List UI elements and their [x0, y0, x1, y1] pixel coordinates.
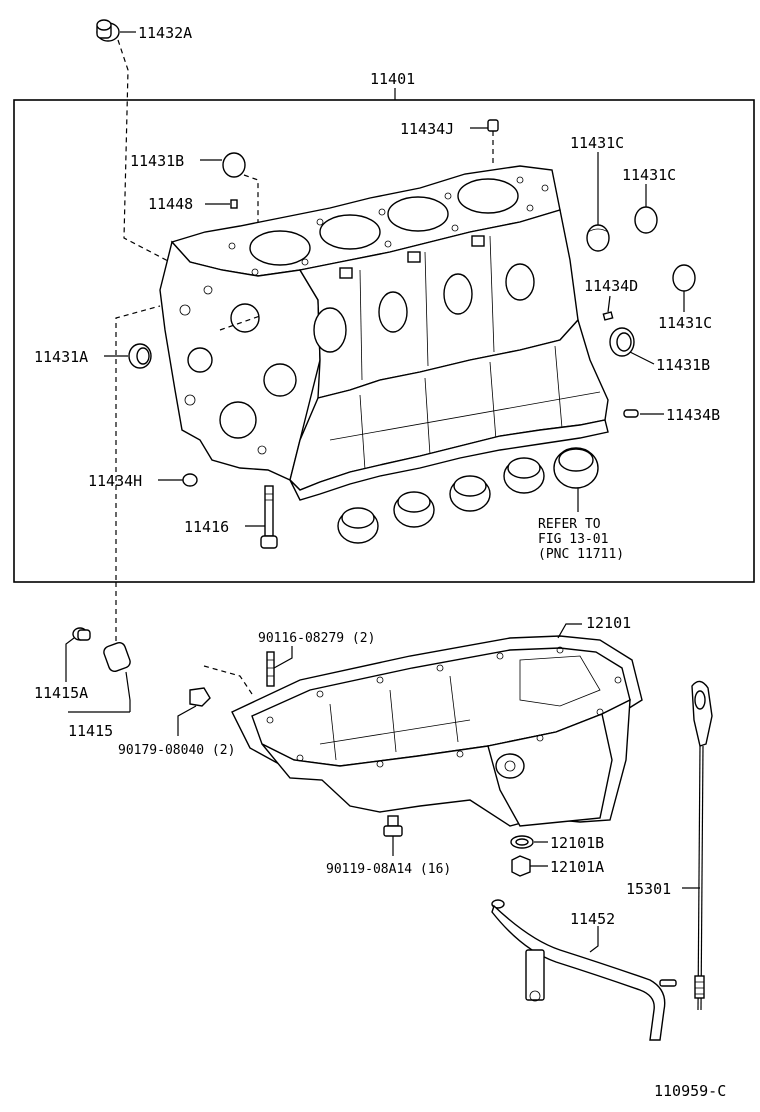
label-12101A: 12101A — [550, 858, 604, 876]
stud-90116-part[interactable] — [266, 651, 275, 687]
label-12101B: 12101B — [550, 834, 604, 852]
label-11431B-top: 11431B — [130, 152, 184, 170]
dipstick-guide-11452-part[interactable] — [491, 899, 677, 1041]
dipstick-15301-part[interactable] — [691, 680, 713, 1011]
label-12101: 12101 — [586, 614, 631, 632]
pin-11434B-part[interactable] — [623, 409, 639, 418]
oil-pan-part[interactable] — [231, 635, 643, 827]
label-refer-3: (PNC 11711) — [538, 547, 624, 562]
plug-11431B-top-part[interactable] — [222, 152, 246, 178]
label-11431C-3: 11431C — [658, 314, 712, 332]
plug-11431C-1-part[interactable] — [586, 224, 610, 252]
label-11416: 11416 — [184, 518, 229, 536]
pin-11434D-part[interactable] — [602, 311, 614, 321]
label-11434B: 11434B — [666, 406, 720, 424]
label-11434D: 11434D — [584, 277, 638, 295]
label-11434H: 11434H — [88, 472, 142, 490]
pipe-11415-part[interactable] — [102, 641, 132, 673]
label-11434J: 11434J — [400, 120, 454, 138]
label-11431A: 11431A — [34, 348, 88, 366]
bolt-11416-part[interactable] — [260, 485, 278, 549]
label-11401: 11401 — [370, 70, 415, 88]
plug-11431A-part[interactable] — [128, 343, 152, 369]
gasket-12101B-part[interactable] — [510, 835, 534, 849]
label-15301: 15301 — [626, 880, 671, 898]
drain-plug-12101A-part[interactable] — [511, 855, 531, 877]
pin-11448-part[interactable] — [230, 199, 238, 209]
figure-number: 110959-C — [654, 1082, 726, 1100]
pin-11434J-part[interactable] — [487, 119, 499, 132]
label-11431C-2: 11431C — [622, 166, 676, 184]
plug-11431C-2-part[interactable] — [634, 206, 658, 234]
label-11431B: 11431B — [656, 356, 710, 374]
pin-11434H-part[interactable] — [182, 473, 198, 487]
label-11415: 11415 — [68, 722, 113, 740]
label-90179: 90179-08040 (2) — [118, 743, 235, 758]
nozzle-11415A-part[interactable] — [72, 627, 91, 641]
label-11415A: 11415A — [34, 684, 88, 702]
label-11432A: 11432A — [138, 24, 192, 42]
label-refer-2: FIG 13-01 — [538, 532, 608, 547]
block-group-frame — [13, 99, 755, 583]
nut-90179-part[interactable] — [189, 687, 211, 707]
seal-11431B-part[interactable] — [609, 327, 635, 357]
plug-11432A-part[interactable] — [96, 19, 120, 42]
label-90119: 90119-08A14 (16) — [326, 862, 451, 877]
bolt-90119-part[interactable] — [383, 815, 403, 837]
cylinder-block-part[interactable] — [159, 165, 609, 501]
plug-11431C-3-part[interactable] — [672, 264, 696, 292]
label-11448: 11448 — [148, 195, 193, 213]
crank-bearings-part[interactable] — [337, 447, 599, 544]
label-90116: 90116-08279 (2) — [258, 631, 375, 646]
label-11452: 11452 — [570, 910, 615, 928]
label-11431C-1: 11431C — [570, 134, 624, 152]
label-refer-1: REFER TO — [538, 517, 601, 532]
